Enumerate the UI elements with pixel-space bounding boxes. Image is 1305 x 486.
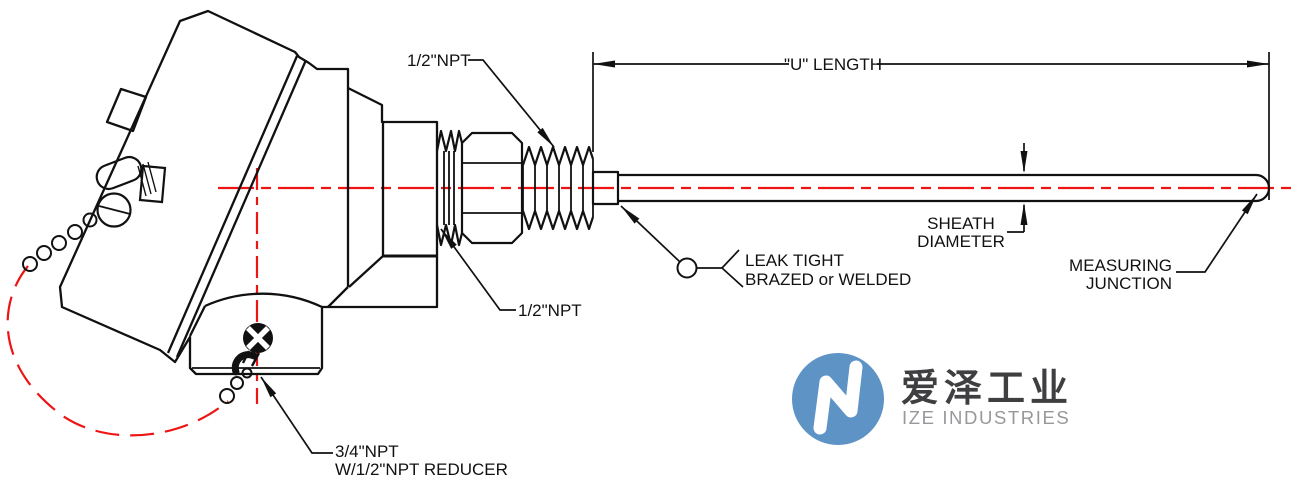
cap-pill	[95, 155, 143, 191]
head-dome-arc	[204, 292, 323, 309]
measuring-junction-leader	[1176, 193, 1258, 273]
reducer-label-2: W/1/2"NPT REDUCER	[335, 460, 508, 479]
leak-tight-bracket	[720, 249, 744, 288]
ize-logo-latin-text: IZE INDUSTRIES	[902, 407, 1070, 428]
ize-logo: 爱泽工业 IZE INDUSTRIES	[792, 353, 1073, 445]
sheath-diameter-dimension	[1007, 143, 1028, 233]
leak-tight-balloon	[676, 257, 698, 279]
phillips-screw	[243, 323, 273, 353]
ball-chain-upper	[22, 212, 98, 272]
chain-loop-chord	[98, 205, 131, 215]
phillips-cross-icon	[246, 326, 270, 350]
sheath-diameter-label-2: DIAMETER	[917, 232, 1005, 251]
u-length-arrow-right	[1247, 60, 1269, 68]
neck-chamfer	[348, 255, 384, 288]
leak-tight-label-1: LEAK TIGHT	[745, 251, 844, 270]
npt-top-leader	[468, 59, 555, 148]
npt-bottom-label: 1/2"NPT	[518, 301, 582, 320]
ize-logo-cjk-text: 爱泽工业	[901, 368, 1073, 410]
centerlines	[6, 168, 1298, 437]
cover-groove-line-1	[166, 55, 299, 354]
sheath-diameter-label-1: SHEATH	[927, 214, 995, 233]
conduit-tab	[105, 87, 148, 133]
npt-top-label: 1/2"NPT	[407, 51, 471, 70]
cover-groove-line-2	[175, 59, 308, 358]
u-length-label: "U" LENGTH	[784, 55, 882, 74]
npt-bottom-leader	[440, 228, 516, 311]
cap-knurl-lines	[137, 161, 157, 197]
ball-chain-lower	[219, 367, 253, 404]
measuring-junction-label-1: MEASURING	[1069, 256, 1172, 275]
cap-lug	[138, 164, 167, 204]
chain-anchor-shaft	[241, 350, 261, 367]
head-outline	[58, 9, 439, 376]
chain-anchor-crescent	[231, 351, 258, 376]
u-length-dimension	[592, 52, 1270, 200]
chain-cap-assembly	[22, 155, 261, 404]
leak-tight-label-2: BRAZED or WELDED	[745, 270, 911, 289]
measuring-junction-label-2: JUNCTION	[1086, 274, 1172, 293]
chain-loop	[96, 192, 132, 228]
hex-nut	[460, 131, 524, 245]
connection-head	[58, 9, 439, 376]
reducer-leader	[260, 376, 333, 454]
cap-swing-arc	[6, 265, 229, 437]
ize-logo-glyph	[813, 360, 863, 435]
body-chamfer	[327, 286, 349, 308]
leak-tight-leader	[620, 205, 744, 288]
reducer-label-1: 3/4"NPT	[335, 442, 399, 461]
head-dome-tail	[188, 305, 207, 337]
process-threads	[521, 145, 595, 231]
u-length-arrow-left	[593, 60, 615, 68]
